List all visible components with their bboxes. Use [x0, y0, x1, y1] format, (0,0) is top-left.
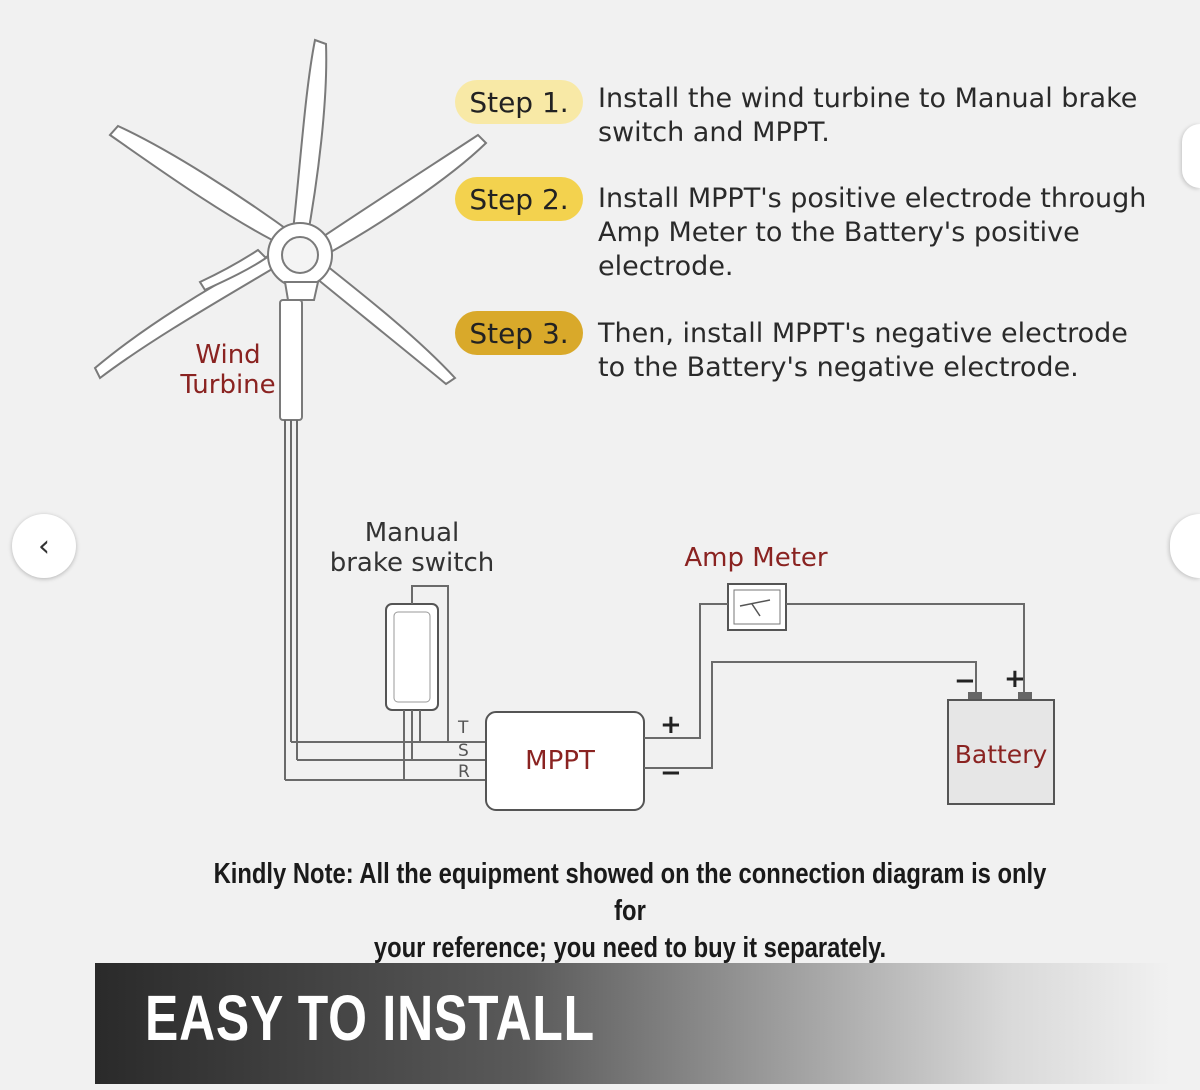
step-3-text: Then, install MPPT's negative electrode … — [598, 318, 1128, 383]
battery-plus-sign: + — [1004, 664, 1026, 694]
mppt-output-wires — [644, 603, 1025, 769]
terminal-r-label: R — [458, 762, 470, 782]
turbine-nacelle — [283, 281, 320, 301]
step-3-badge: Step 3. — [455, 311, 583, 355]
turbine-blade-left — [108, 124, 298, 250]
brake-switch-wires — [403, 585, 449, 780]
battery-device — [947, 692, 1055, 805]
amp-meter-label: Amp Meter — [684, 543, 828, 573]
manual-brake-switch-device — [385, 603, 439, 711]
step-1-badge: Step 1. — [455, 80, 583, 124]
mppt-plus-sign: + — [660, 710, 682, 740]
mppt-device — [485, 711, 645, 811]
turbine-blade-top — [290, 38, 328, 247]
amp-meter-device — [727, 583, 787, 631]
step-2-text: Install MPPT's positive electrode throug… — [598, 183, 1147, 282]
turbine-cable — [284, 420, 298, 780]
terminal-t-label: T — [458, 718, 469, 738]
wind-turbine-label: Wind Turbine — [180, 340, 276, 400]
turbine-blade-lower-right — [314, 260, 457, 386]
manual-brake-switch-label: Manual brake switch — [329, 518, 495, 578]
previous-image-button[interactable]: ‹ — [12, 514, 76, 578]
battery-label: Battery — [954, 740, 1048, 769]
turbine-blade-back — [198, 248, 268, 292]
step-2-badge: Step 2. — [455, 177, 583, 221]
mppt-label: MPPT — [525, 746, 595, 776]
kindly-note: Kindly Note: All the equipment showed on… — [213, 858, 1047, 964]
turbine-blade-right — [316, 133, 488, 260]
side-thumbnail-button[interactable] — [1182, 124, 1200, 188]
battery-minus-sign: − — [954, 666, 976, 696]
terminal-s-label: S — [458, 741, 469, 761]
mppt-input-wires — [285, 741, 488, 781]
wind-turbine-illustration — [93, 38, 488, 421]
chevron-left-icon: ‹ — [38, 528, 50, 564]
easy-to-install-banner: EASY TO INSTALL — [95, 963, 1170, 1084]
mppt-minus-sign: − — [660, 758, 682, 788]
banner-title: EASY TO INSTALL — [145, 982, 595, 1054]
step-1-text: Install the wind turbine to Manual brake… — [598, 83, 1138, 148]
